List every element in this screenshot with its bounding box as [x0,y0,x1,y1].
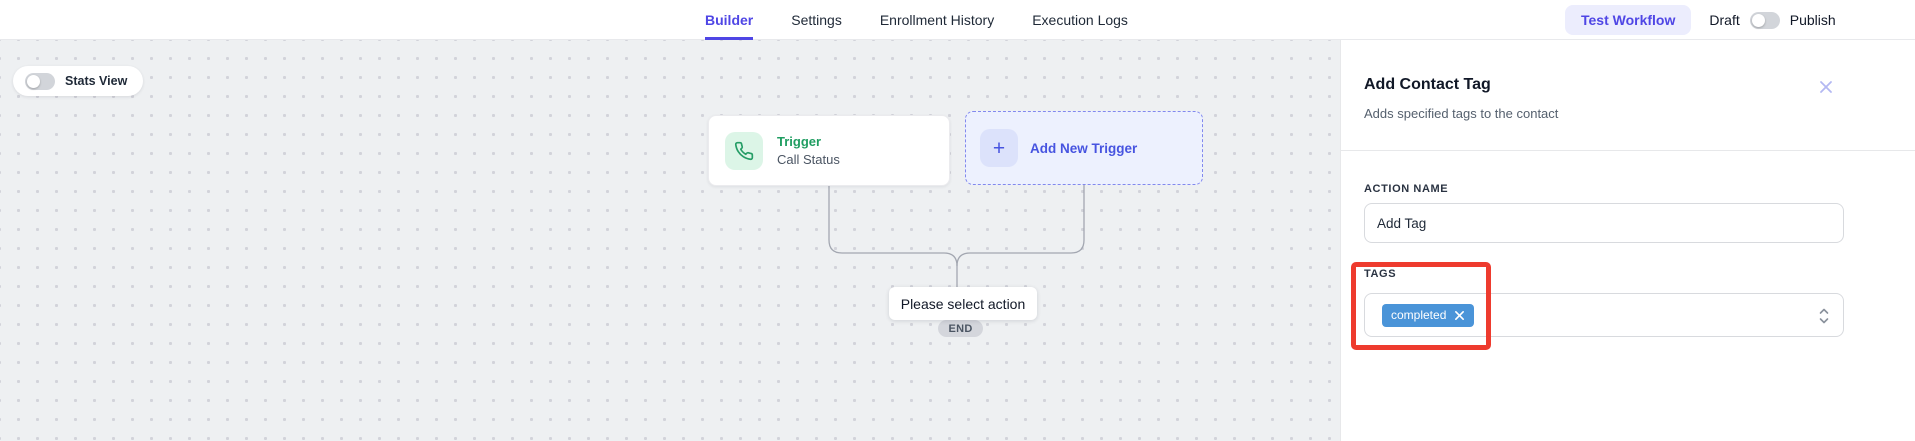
remove-tag-icon[interactable] [1454,310,1465,321]
add-new-trigger-button[interactable]: + Add New Trigger [965,111,1203,185]
publish-control: Draft Publish [1709,11,1836,29]
add-new-trigger-label: Add New Trigger [1030,140,1138,156]
top-bar: Builder Settings Enrollment History Exec… [0,0,1915,40]
toggle-knob [1751,13,1765,27]
panel-divider [1341,150,1915,151]
action-name-input[interactable] [1364,203,1844,243]
tab-execution-logs[interactable]: Execution Logs [1032,12,1128,28]
tag-chip: completed [1382,303,1475,327]
plus-glyph: + [992,136,1006,160]
trigger-node-subtitle: Call Status [777,151,840,167]
end-badge: END [938,320,983,337]
panel-subtitle: Adds specified tags to the contact [1364,106,1559,121]
toggle-knob [27,74,40,88]
workflow-canvas[interactable]: Stats View Trigger Call Status + Add New… [0,40,1340,441]
publish-label: Publish [1789,12,1836,28]
publish-toggle[interactable] [1749,11,1780,29]
trigger-node-title: Trigger [777,133,822,149]
test-workflow-button[interactable]: Test Workflow [1565,5,1692,35]
tab-enrollment-history[interactable]: Enrollment History [879,12,995,28]
phone-icon [725,131,763,170]
tab-builder[interactable]: Builder [705,0,754,40]
tags-label: TAGS [1364,268,1397,280]
action-name-label: ACTION NAME [1364,183,1449,195]
tab-settings[interactable]: Settings [791,12,842,28]
connector-lines [828,185,1085,288]
top-bar-actions: Test Workflow Draft Publish [1565,0,1836,40]
panel-title: Add Contact Tag [1364,76,1491,93]
chevron-updown-icon [1818,306,1830,331]
stats-view-label: Stats View [65,74,128,88]
stats-view-control: Stats View [13,66,144,96]
close-icon[interactable] [1815,76,1837,98]
action-config-panel: Add Contact Tag Adds specified tags to t… [1340,40,1915,441]
draft-label: Draft [1709,12,1740,28]
stats-view-toggle[interactable] [25,72,55,90]
tag-chip-label: completed [1391,308,1447,322]
plus-icon: + [980,129,1018,167]
select-action-prompt[interactable]: Please select action [889,287,1037,320]
trigger-node-text: Trigger Call Status [777,133,840,168]
tab-bar: Builder Settings Enrollment History Exec… [705,0,1128,40]
tags-select[interactable]: completed [1364,293,1844,337]
trigger-node[interactable]: Trigger Call Status [708,115,950,186]
